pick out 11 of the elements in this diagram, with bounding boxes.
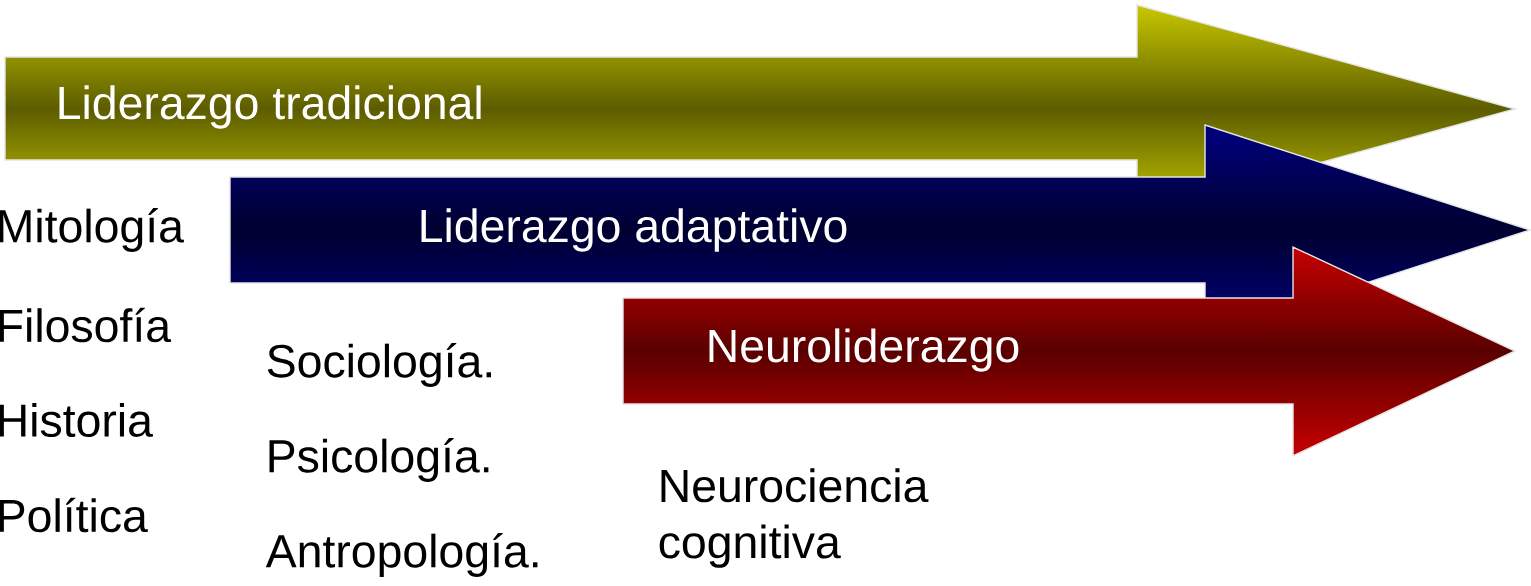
discipline-label: Filosofía (0, 307, 172, 343)
arrow-label: Neuroliderazgo (709, 328, 1019, 372)
discipline-label: Neurociencia cognitiva (659, 468, 929, 568)
discipline-label: Mitología (0, 208, 184, 252)
discipline-label: Psicología. (269, 438, 489, 482)
arrow-label: Liderazgo adaptativo (421, 208, 847, 252)
arrow-label: Liderazgo tradicional (59, 85, 481, 129)
discipline-label: Antropología. (265, 533, 538, 577)
discipline-label: Historia (0, 402, 153, 438)
discipline-label: Sociología. (267, 343, 491, 387)
discipline-label: Política (0, 497, 148, 533)
